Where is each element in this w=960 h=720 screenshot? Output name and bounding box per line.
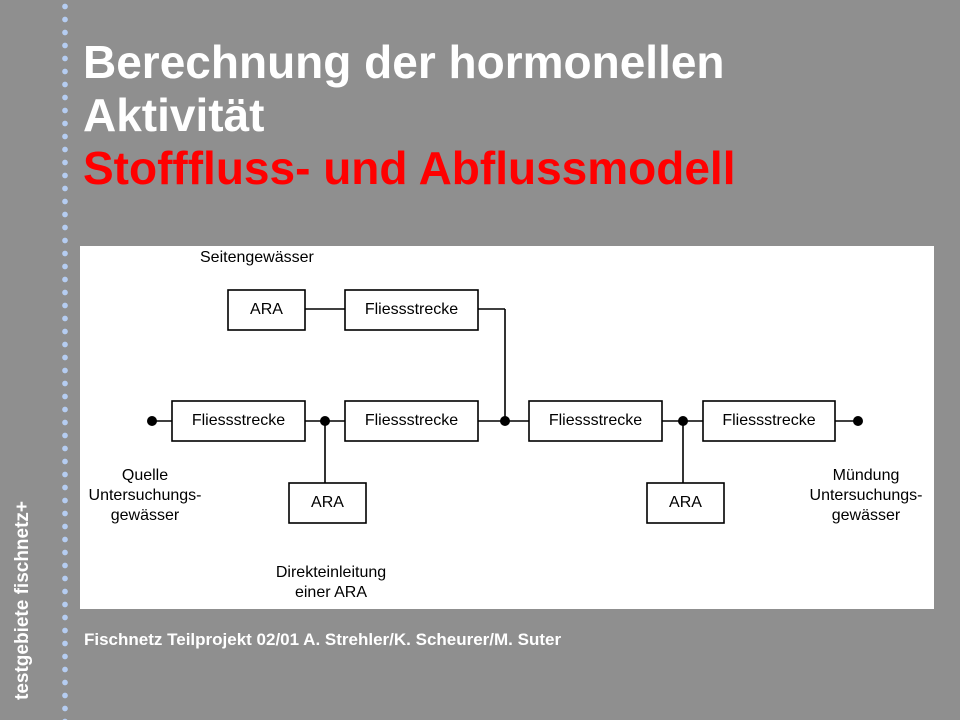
side-ara-box: ARA	[227, 289, 306, 331]
ara-left-label: ARA	[311, 494, 344, 511]
source-label-line: Quelle	[122, 467, 168, 484]
main-stretch-box-1: Fliessstrecke	[171, 400, 306, 442]
main-stretch-label: Fliessstrecke	[722, 412, 815, 429]
title-line-3: Stofffluss- und Abflussmodell	[83, 142, 736, 194]
junction-point	[678, 416, 688, 426]
main-stretch-box-4: Fliessstrecke	[702, 400, 836, 442]
ara-left-box: ARA	[288, 482, 367, 524]
junction-point	[500, 416, 510, 426]
mouth-label-line: Untersuchungs-	[810, 487, 923, 504]
direct-label-line: einer ARA	[295, 584, 367, 601]
main-stretch-label: Fliessstrecke	[365, 412, 458, 429]
source-label-line: Untersuchungs-	[89, 487, 202, 504]
footer-credit: Fischnetz Teilprojekt 02/01 A. Strehler/…	[84, 630, 562, 649]
side-label: Seitengewässer	[200, 249, 315, 266]
side-ara-label: ARA	[250, 301, 283, 318]
mouth-point	[853, 416, 863, 426]
source-label-line: gewässer	[111, 507, 180, 524]
side-stretch-box: Fliessstrecke	[344, 289, 479, 331]
page-title: Berechnung der hormonellen Aktivität Sto…	[83, 36, 736, 195]
mouth-label-line: Mündung	[833, 467, 900, 484]
title-line-2: Aktivität	[83, 89, 265, 141]
dotted-divider	[60, 0, 70, 720]
ara-right-label: ARA	[669, 494, 702, 511]
ara-right-box: ARA	[646, 482, 725, 524]
source-point	[147, 416, 157, 426]
title-line-1: Berechnung der hormonellen	[83, 36, 725, 88]
junction-point	[320, 416, 330, 426]
direct-label-line: Direkteinleitung	[276, 564, 386, 581]
sidebar-label: testgebiete fischnetz+	[12, 500, 33, 700]
side-stretch-label: Fliessstrecke	[365, 301, 458, 318]
flow-diagram: Seitengewässer ARA Fliessstrecke Fliesss…	[80, 246, 934, 609]
main-stretch-box-3: Fliessstrecke	[528, 400, 663, 442]
main-stretch-box-2: Fliessstrecke	[344, 400, 479, 442]
flow-diagram-svg: Seitengewässer ARA Fliessstrecke Fliesss…	[89, 249, 923, 601]
main-stretch-label: Fliessstrecke	[192, 412, 285, 429]
mouth-label-line: gewässer	[832, 507, 901, 524]
main-stretch-label: Fliessstrecke	[549, 412, 642, 429]
